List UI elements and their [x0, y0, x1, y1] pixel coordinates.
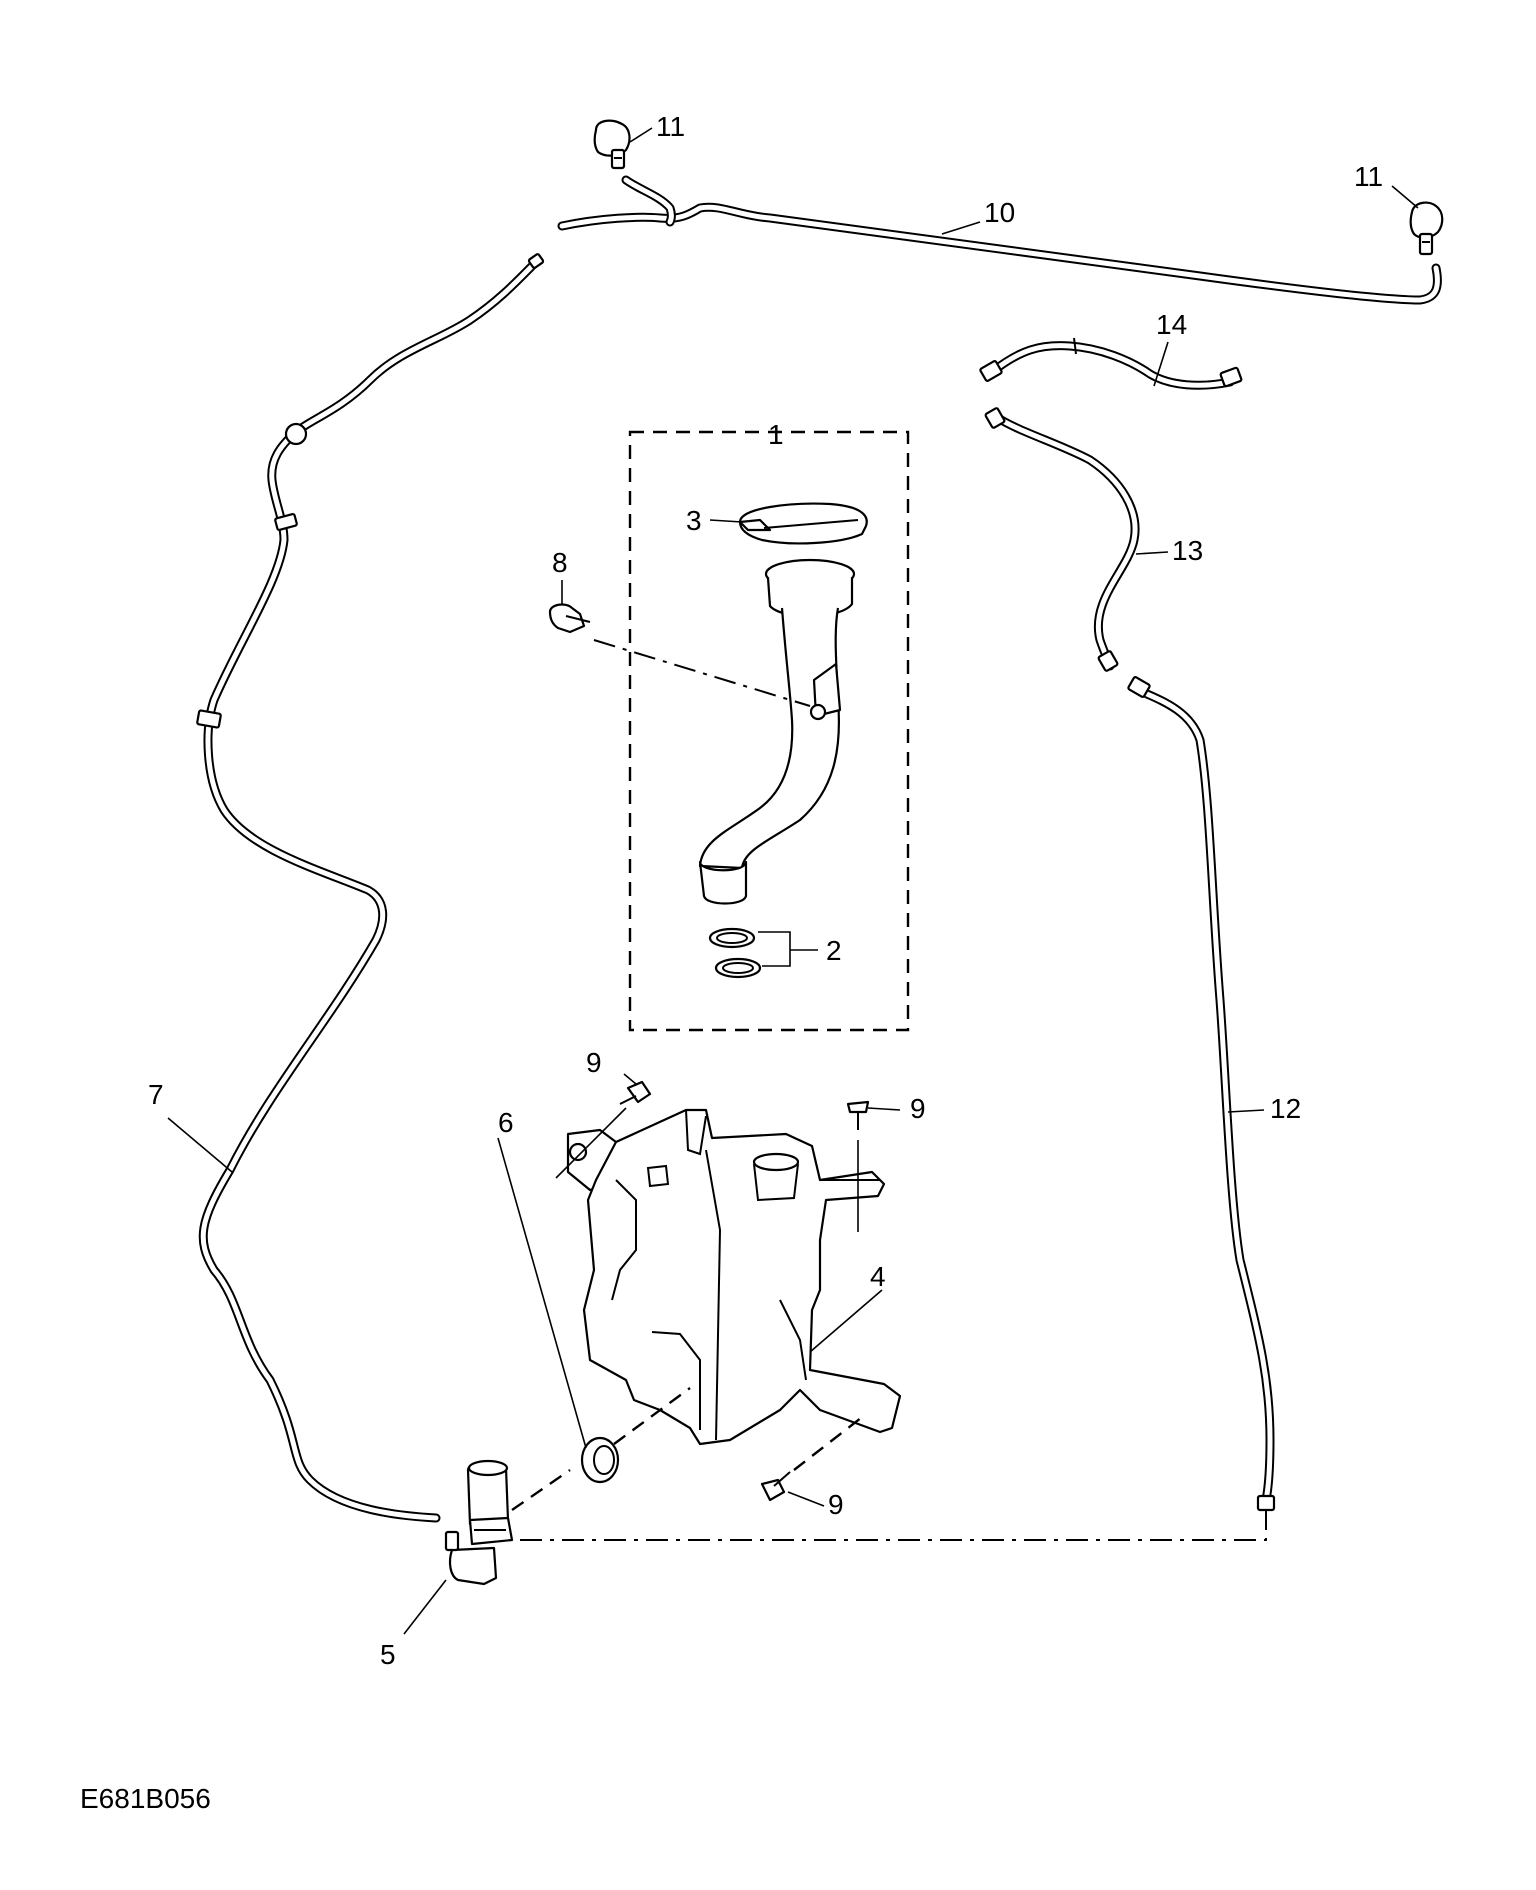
- part-9-fitment-line-top-left: [555, 1107, 627, 1179]
- callout-9-top-left: 9: [586, 1047, 602, 1078]
- part-11-jet-left: [593, 119, 631, 170]
- part-8-clip: [548, 603, 591, 634]
- diagram-code: E681B056: [80, 1783, 211, 1814]
- part-8-fitment-line: [593, 639, 811, 707]
- callout-2: 2: [826, 935, 842, 966]
- callout-13: 13: [1172, 535, 1203, 566]
- part-5-washer-pump: [444, 1459, 514, 1586]
- callout-14: 14: [1156, 309, 1187, 340]
- part-9-fitment-line-bottom: [793, 1413, 867, 1471]
- part-11-jet-right: [1409, 201, 1444, 256]
- kit-1-boundary: [628, 430, 910, 1032]
- callout-5: 5: [380, 1639, 396, 1670]
- part-12-hose: [1127, 676, 1276, 1512]
- part-9-bolt-bottom: [760, 1471, 791, 1502]
- callout-7: 7: [148, 1079, 164, 1110]
- part-12-to-pump-line: [520, 1510, 1267, 1541]
- part-4-reservoir: [566, 1108, 902, 1446]
- part-3-filler-cap: [738, 502, 868, 545]
- callout-4: 4: [870, 1261, 886, 1292]
- callout-8: 8: [552, 547, 568, 578]
- callout-9-top-right: 9: [910, 1093, 926, 1124]
- callout-11-right: 11: [1354, 161, 1383, 192]
- part-9-bolt-top-left: [619, 1080, 652, 1105]
- part-2-o-rings: [708, 927, 818, 979]
- callout-12: 12: [1270, 1093, 1301, 1124]
- part-14-hose: [979, 337, 1243, 390]
- callout-10: 10: [984, 197, 1015, 228]
- callout-11-left: 11: [656, 111, 685, 142]
- callout-1: 1: [768, 419, 784, 450]
- callout-9-bottom: 9: [828, 1489, 844, 1520]
- callout-3: 3: [686, 505, 702, 536]
- part-9-bolt-top-right: [846, 1100, 870, 1130]
- part-1-filler-neck: [698, 558, 856, 905]
- callout-6: 6: [498, 1107, 514, 1138]
- part-7-hose: [196, 253, 545, 1523]
- part-10-hose: [557, 175, 1442, 305]
- part-6-fitment-line: [613, 1387, 691, 1445]
- part-6-grommet: [580, 1436, 620, 1484]
- leader-lines: [167, 127, 1419, 1635]
- part-13-hose: [984, 407, 1140, 672]
- part-5-fitment-line: [511, 1469, 571, 1511]
